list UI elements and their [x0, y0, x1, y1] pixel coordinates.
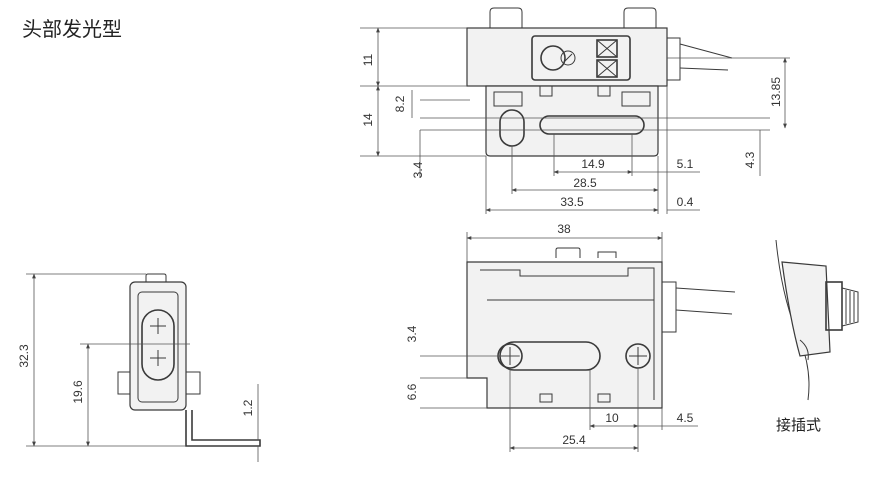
dim-10: 10: [605, 411, 619, 425]
side-view: 32.3 19.6 1.2: [17, 273, 261, 462]
mount-slot: [539, 115, 645, 135]
dim-3-4-top: 3.4: [411, 161, 425, 178]
dim-5-1: 5.1: [677, 157, 694, 171]
dim-14: 14: [361, 113, 375, 127]
connector-icon: [825, 281, 843, 331]
side-lens: [141, 309, 175, 381]
dim-32-3: 32.3: [17, 344, 31, 368]
dim-38: 38: [557, 222, 571, 236]
indicator-window: [531, 35, 631, 81]
dim-1-2: 1.2: [241, 399, 255, 416]
connector-caption: 接插式: [776, 416, 821, 434]
dim-33-5: 33.5: [560, 195, 584, 209]
top-view: 11 14 8.2 3.4 13.85 4.3 14.9 5.1 28.5 33…: [360, 7, 790, 214]
dim-0-4: 0.4: [677, 195, 694, 209]
lens-icon: [540, 45, 566, 71]
dim-28-5: 28.5: [573, 176, 597, 190]
dim-4-3: 4.3: [743, 151, 757, 168]
dim-25-4: 25.4: [562, 433, 586, 447]
dim-13-85: 13.85: [769, 77, 783, 107]
dim-19-6: 19.6: [71, 380, 85, 404]
figure-title: 头部发光型: [22, 17, 122, 41]
sensor-body-side: [129, 281, 187, 411]
dim-14-9: 14.9: [581, 157, 605, 171]
sensor-body-top: [466, 27, 668, 87]
led-icon-1: [596, 39, 618, 58]
dim-6-6: 6.6: [405, 383, 419, 400]
dim-11: 11: [361, 53, 375, 66]
connector-detail: 接插式: [775, 239, 859, 434]
dim-3-4-front: 3.4: [405, 325, 419, 342]
led-icon-2: [596, 59, 618, 78]
front-view: 38 3.4 6.6 10 4.5 25.4: [405, 222, 736, 452]
dim-4-5: 4.5: [677, 411, 694, 425]
bracket-top-view: [485, 85, 659, 157]
sensor-body-front: [466, 261, 663, 409]
dim-8-2: 8.2: [393, 95, 407, 112]
